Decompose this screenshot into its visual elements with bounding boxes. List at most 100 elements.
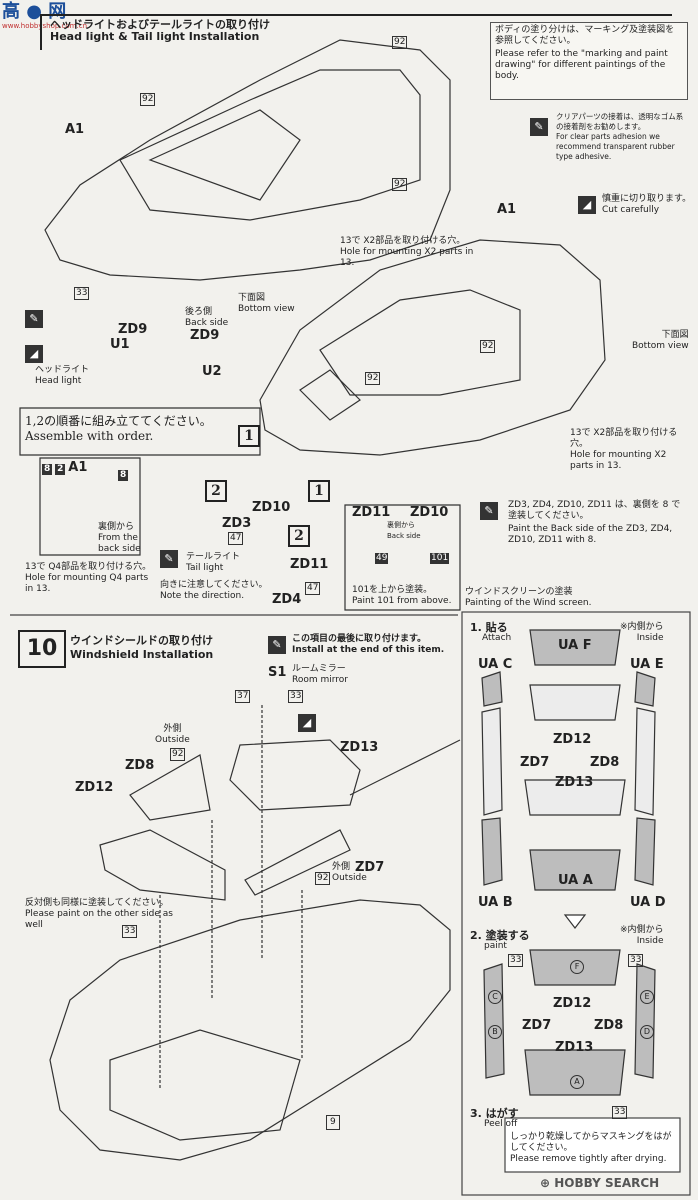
cut-note: 慎重に切り取ります。 Cut carefully bbox=[602, 194, 691, 216]
ws-label-zd12-2: ZD12 bbox=[553, 996, 592, 1011]
part-label-zd12: ZD12 bbox=[75, 780, 114, 795]
part-label-zd4: ZD4 bbox=[272, 592, 302, 607]
hole-q4-en: Hole for mounting Q4 parts in 13. bbox=[25, 573, 149, 594]
part-label-zd13: ZD13 bbox=[340, 740, 379, 755]
part-label-a1-mid: A1 bbox=[497, 202, 517, 217]
ws-inside-jp-1: ※内側から bbox=[620, 622, 664, 632]
room-mirror-jp: ルームミラー bbox=[292, 664, 346, 674]
part-label-92-c: 92 bbox=[392, 178, 408, 191]
assembly-step-2a: 2 bbox=[205, 480, 227, 502]
part-label-zd11-a: ZD11 bbox=[290, 557, 329, 572]
ws-label-zd13-2: ZD13 bbox=[555, 1040, 594, 1055]
part-label-a1-top: A1 bbox=[65, 122, 85, 137]
ua-e: UA E bbox=[630, 657, 664, 672]
ws-step2: 2. 塗装する paint bbox=[470, 930, 530, 952]
ws-letter-d: D bbox=[640, 1025, 654, 1039]
room-mirror-en: Room mirror bbox=[292, 675, 349, 685]
ws-label-zd7-2: ZD7 bbox=[522, 1018, 552, 1033]
back-side-note-2: 裏側から Back side bbox=[387, 520, 421, 542]
part-label-37: 37 bbox=[235, 690, 251, 703]
paint-note-box: ボディの塗り分けは、マーキング及塗装図を参照してください。 Please ref… bbox=[490, 22, 688, 100]
ws-letter-f: F bbox=[570, 960, 584, 974]
ws-inside-jp-2: ※内側から bbox=[620, 925, 664, 935]
ws-step3: 3. はがす Peel off bbox=[470, 1108, 519, 1130]
order-en: Assemble with order. bbox=[25, 429, 154, 443]
part-label-a1-box: A1 bbox=[68, 460, 88, 475]
cut-note-jp: 慎重に切り取ります。 bbox=[602, 194, 692, 204]
step-number-10: 10 bbox=[18, 630, 66, 668]
ws-inside-1: ※内側から Inside bbox=[620, 622, 664, 644]
section9-title-en: Head light & Tail light Installation bbox=[50, 30, 260, 43]
section9-title-jp: ヘッドライトおよびテールライトの取り付け bbox=[50, 18, 270, 31]
paint-note-jp: ボディの塗り分けは、マーキング及塗装図を参照してください。 bbox=[495, 25, 675, 46]
install-end-note: この項目の最後に取り付けます。 Install at the end of th… bbox=[292, 634, 444, 656]
logo-glyph: 高 ● 网 bbox=[2, 1, 67, 22]
part-label-92-d: 92 bbox=[480, 340, 496, 353]
window-zd7 bbox=[244, 829, 351, 896]
knife-icon: ◢ bbox=[578, 196, 596, 214]
bottom-view-2: 下面図 Bottom view bbox=[632, 330, 689, 352]
outside-label-2: 外側 Outside bbox=[332, 862, 367, 884]
part-label-33-body: 33 bbox=[122, 925, 138, 938]
ws-dry-jp: しっかり乾燥してからマスキングをはがしてください。 bbox=[510, 1132, 672, 1153]
part-label-47-b: 47 bbox=[305, 582, 321, 595]
part-label-92-outside-1: 92 bbox=[170, 748, 186, 761]
order-jp: 1,2の順番に組み立ててください。 bbox=[25, 414, 212, 428]
section9-header bbox=[40, 14, 672, 50]
outside-en-2: Outside bbox=[332, 873, 367, 883]
ws-step2-jp: 2. 塗装する bbox=[470, 929, 530, 942]
ws-step1: 1. 貼る Attach bbox=[470, 622, 511, 644]
back-side-jp: 後ろ側 bbox=[185, 307, 213, 317]
site-url: www.hobbyshop.com.cn bbox=[2, 22, 88, 30]
ws-letter-e: E bbox=[640, 990, 654, 1004]
knife-icon-headlight: ◢ bbox=[25, 345, 43, 363]
bottom-view-en-1: Bottom view bbox=[238, 304, 295, 314]
bottom-view-jp-1: 下面図 bbox=[238, 293, 266, 303]
knife-icon-mirror: ◢ bbox=[298, 714, 316, 732]
outside-label-1: 外側 Outside bbox=[155, 724, 190, 746]
ua-b: UA B bbox=[478, 895, 513, 910]
ws-letter-c: C bbox=[488, 990, 502, 1004]
ws-bottom-a bbox=[529, 849, 621, 891]
back-side-jp-2: 裏側から bbox=[387, 521, 415, 529]
ws-color-33-c: 33 bbox=[612, 1106, 628, 1119]
cut-note-en: Cut carefully bbox=[602, 205, 660, 215]
glue-icon-end: ✎ bbox=[268, 636, 286, 654]
hole-x2-jp-2: 13で X2部品を取り付ける穴。 bbox=[570, 428, 678, 449]
hobby-search-text: HOBBY SEARCH bbox=[554, 1176, 660, 1190]
back-side-en: Back side bbox=[185, 318, 229, 328]
part-label-92-b: 92 bbox=[140, 93, 156, 106]
ws-label-zd8-2: ZD8 bbox=[594, 1018, 624, 1033]
direction-jp: 向きに注意してください。 bbox=[160, 580, 268, 590]
window-zd12 bbox=[99, 829, 226, 901]
window-zd8 bbox=[129, 754, 211, 821]
ws-label-zd7-1: ZD7 bbox=[520, 755, 550, 770]
part-label-zd9-a: ZD9 bbox=[118, 322, 148, 337]
hole-q4-jp: 13で Q4部品を取り付ける穴。 bbox=[25, 562, 152, 572]
paint-other-en: Please paint on the other side as well bbox=[25, 909, 173, 930]
paint-above-en: Paint 101 from above. bbox=[352, 596, 452, 606]
direction-en: Note the direction. bbox=[160, 591, 245, 601]
room-mirror-label: ルームミラー Room mirror bbox=[292, 664, 348, 686]
taillight-label: テールライト Tail light bbox=[186, 552, 240, 574]
paint-above-note: 101を上から塗装。 Paint 101 from above. bbox=[352, 585, 451, 607]
color-chip-8-b: 8 bbox=[118, 470, 129, 481]
glue-icon-taillight: ✎ bbox=[160, 550, 178, 568]
zd-paint-note: ZD3, ZD4, ZD10, ZD11 は、裏側を 8 で塗装してください。 … bbox=[508, 500, 688, 546]
part-label-33-mirror: 33 bbox=[288, 690, 304, 703]
zd-paint-jp: ZD3, ZD4, ZD10, ZD11 は、裏側を 8 で塗装してください。 bbox=[508, 500, 681, 521]
color-chip-8-a: 8 bbox=[42, 464, 53, 475]
site-logo: 高 ● 网 www.hobbyshop.com.cn bbox=[2, 1, 88, 34]
section10-title-jp: ウインドシールドの取り付け bbox=[70, 634, 213, 647]
part-label-zd8: ZD8 bbox=[125, 758, 155, 773]
part-label-92-a: 92 bbox=[392, 36, 408, 49]
assembly-step-2b: 2 bbox=[288, 525, 310, 547]
ws-step2-en: paint bbox=[484, 941, 507, 951]
part-label-s1: S1 bbox=[268, 665, 287, 680]
direction-note: 向きに注意してください。 Note the direction. bbox=[160, 580, 267, 602]
part-label-47-a: 47 bbox=[228, 532, 244, 545]
glue-icon-zd: ✎ bbox=[480, 502, 498, 520]
assembly-box-parts: 8 2 A1 bbox=[42, 460, 88, 475]
order-note: 1,2の順番に組み立ててください。 Assemble with order. bbox=[25, 412, 257, 443]
